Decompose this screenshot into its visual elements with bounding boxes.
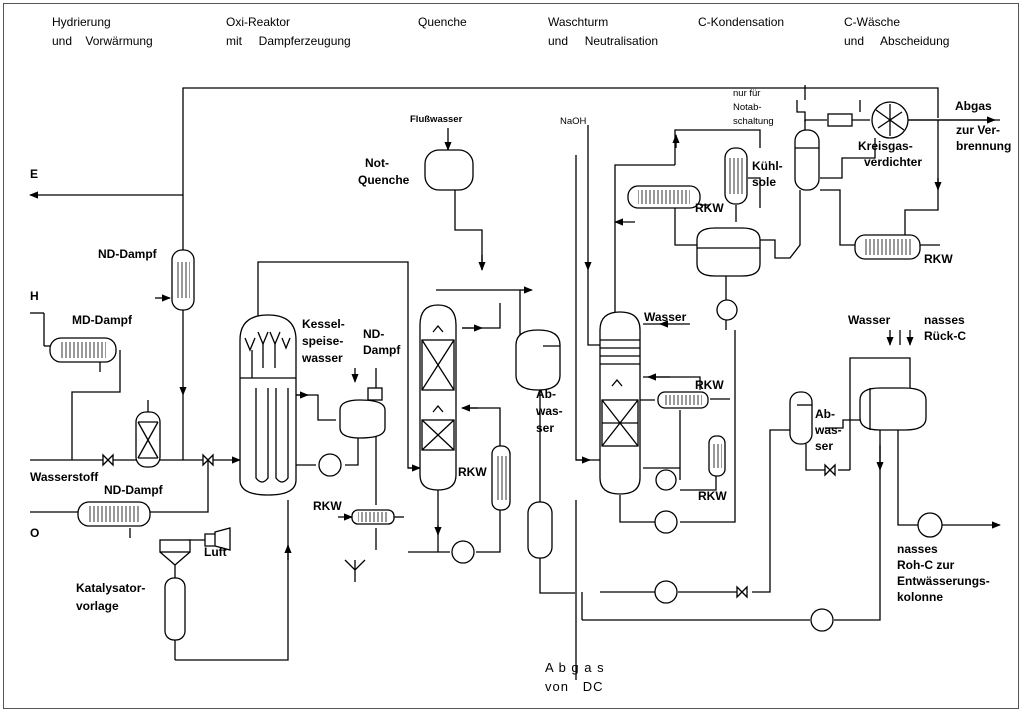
pump-wt1 bbox=[655, 469, 677, 491]
drain-outlet bbox=[344, 559, 366, 582]
abwasser-separator bbox=[789, 391, 813, 445]
stream-labels: E H O ND-Dampf MD-Dampf Wasserstoff ND-D… bbox=[30, 88, 1011, 694]
label-notab-2: Notab- bbox=[733, 102, 762, 113]
label-nd-dampf-3b: Dampf bbox=[363, 343, 401, 357]
label-katalysator: Katalysator- bbox=[76, 581, 145, 595]
equipment bbox=[49, 101, 943, 641]
label-nasses-rueck-2: Rück-C bbox=[924, 329, 966, 343]
label-rkw-c2: RKW bbox=[924, 252, 953, 266]
label-kessel-2: speise- bbox=[302, 334, 343, 348]
drum-dome bbox=[367, 387, 383, 401]
header-hydrierung-2: und Vorwärmung bbox=[52, 34, 153, 48]
label-kreisgas: Kreisgas- bbox=[858, 139, 913, 153]
c-waescher bbox=[859, 387, 927, 431]
valve-c bbox=[824, 463, 836, 477]
not-quenche-tank bbox=[424, 149, 474, 191]
label-abwasser-1b: was- bbox=[535, 404, 563, 418]
label-notab-3: schaltung bbox=[733, 116, 774, 127]
valve-wt bbox=[736, 585, 748, 599]
orifice bbox=[827, 113, 853, 127]
header-quenche: Quenche bbox=[418, 15, 467, 29]
pump-quench bbox=[451, 540, 475, 564]
label-not-quenche-2: Quenche bbox=[358, 173, 410, 187]
label-kreisgas-2: verdichter bbox=[864, 155, 922, 169]
label-abwasser-2: Ab- bbox=[815, 407, 835, 421]
label-not-quenche: Not- bbox=[365, 156, 389, 170]
label-kessel-3: wasser bbox=[301, 351, 343, 365]
quench-column bbox=[419, 304, 457, 491]
label-abwasser-1c: ser bbox=[536, 421, 554, 435]
label-kuehlsole-2: sole bbox=[752, 175, 776, 189]
pump-cond bbox=[716, 299, 738, 321]
label-md-dampf: MD-Dampf bbox=[72, 313, 133, 327]
header-c-waesche: C-Wäsche bbox=[844, 15, 900, 29]
pump-c bbox=[810, 608, 834, 632]
notab-separator bbox=[794, 129, 820, 191]
abwasser-drum bbox=[527, 501, 553, 559]
label-flusswasser: Flußwasser bbox=[410, 114, 463, 125]
valve-2 bbox=[202, 453, 214, 467]
pump-wt3 bbox=[654, 580, 678, 604]
label-luft: Luft bbox=[204, 545, 227, 559]
label-rkw-c1: RKW bbox=[695, 201, 724, 215]
label-nd-dampf-2: ND-Dampf bbox=[104, 483, 164, 497]
label-nasses-roh-2: Roh-C zur bbox=[897, 558, 955, 572]
label-abgas-2: zur Ver- bbox=[956, 123, 1000, 137]
header-waschturm-2: und Neutralisation bbox=[548, 34, 658, 48]
label-naoh: NaOH bbox=[560, 116, 587, 127]
label-kuehlsole: Kühl- bbox=[752, 159, 783, 173]
valve-1 bbox=[102, 453, 114, 467]
label-wasser-wt: Wasser bbox=[644, 310, 687, 324]
c-drum bbox=[696, 227, 761, 277]
catalyst-hopper bbox=[159, 539, 191, 553]
header-c-waesche-2: und Abscheidung bbox=[844, 34, 949, 48]
label-nasses-roh: nasses bbox=[897, 542, 938, 556]
label-rkw-wt1: RKW bbox=[695, 378, 724, 392]
quench-separator bbox=[515, 329, 561, 391]
label-abwasser-2c: ser bbox=[815, 439, 833, 453]
label-h: H bbox=[30, 289, 39, 303]
label-wasser-cw: Wasser bbox=[848, 313, 891, 327]
label-katalysator-2: vorlage bbox=[76, 599, 119, 613]
label-e: E bbox=[30, 167, 38, 181]
air-blower bbox=[204, 527, 231, 551]
section-headers: Hydrierung und Vorwärmung Oxi-Reaktor mi… bbox=[52, 15, 949, 48]
header-oxi: Oxi-Reaktor bbox=[226, 15, 290, 29]
label-rkw-wt2: RKW bbox=[698, 489, 727, 503]
label-nasses-rueck: nasses bbox=[924, 313, 965, 327]
label-abwasser-2b: was- bbox=[814, 423, 842, 437]
pump-wt2 bbox=[654, 510, 678, 534]
waschturm bbox=[599, 311, 641, 495]
header-hydrierung: Hydrierung bbox=[52, 15, 111, 29]
header-waschturm: Waschturm bbox=[548, 15, 608, 29]
header-c-kondensation: C-Kondensation bbox=[698, 15, 784, 29]
label-abgas-3: brennung bbox=[956, 139, 1011, 153]
steam-drum bbox=[339, 399, 386, 439]
label-kessel: Kessel- bbox=[302, 317, 345, 331]
header-oxi-2: mit Dampferzeugung bbox=[226, 34, 351, 48]
label-abgas: Abgas bbox=[955, 99, 992, 113]
label-notab: nur für bbox=[733, 88, 760, 99]
label-abgas-dc: A b g a s bbox=[545, 660, 605, 675]
pump-oxi bbox=[318, 453, 342, 477]
label-nasses-roh-4: kolonne bbox=[897, 590, 943, 604]
catalyst-vessel bbox=[164, 577, 186, 641]
label-rkw-oxi: RKW bbox=[313, 499, 342, 513]
label-nd-dampf-3: ND- bbox=[363, 327, 384, 341]
label-rkw-quench: RKW bbox=[458, 465, 487, 479]
label-nasses-roh-3: Entwässerungs- bbox=[897, 574, 990, 588]
label-nd-dampf-1: ND-Dampf bbox=[98, 247, 158, 261]
label-wasserstoff: Wasserstoff bbox=[30, 470, 99, 484]
label-o: O bbox=[30, 526, 39, 540]
diagram-frame bbox=[3, 3, 1019, 709]
label-abgas-dc-2: von DC bbox=[545, 679, 604, 694]
pump-roh-c bbox=[917, 512, 943, 538]
label-abwasser-1: Ab- bbox=[536, 387, 556, 401]
